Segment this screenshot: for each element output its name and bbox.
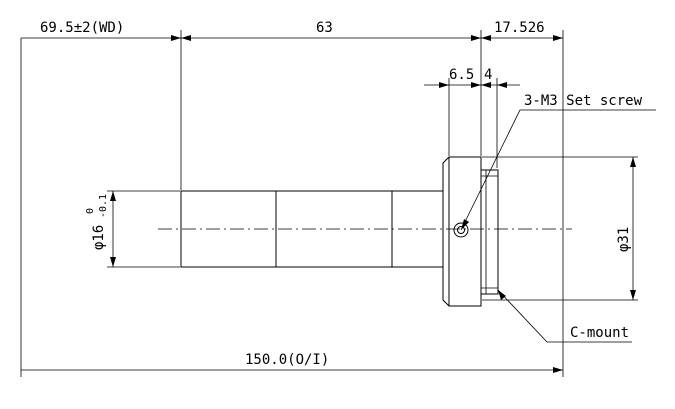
length-4-label: 4 [484, 67, 492, 83]
leader-lines [460, 109, 656, 343]
tolerance-upper: 0 [85, 208, 96, 214]
diameter-16-dimension [110, 191, 116, 267]
top-dimension-line [21, 35, 563, 41]
c-mount-callout: C-mount [570, 325, 629, 341]
overall-length-label: 150.0(O/I) [245, 352, 329, 368]
lens-body [180, 156, 499, 307]
diameter-31-label-group: φ31 [616, 227, 632, 252]
length-17526-label: 17.526 [494, 20, 545, 36]
set-screw-hole [453, 222, 469, 238]
tolerance-lower: -0.1 [98, 194, 109, 218]
set-screw-inner [457, 226, 465, 234]
c-mount-thread [480, 169, 499, 295]
diameter-16-label-group: φ16 0 -0.1 [85, 194, 109, 250]
diameter-31-dimension [630, 157, 636, 300]
overall-dimension-line [21, 367, 563, 373]
length-65-label: 6.5 [449, 67, 474, 83]
small-dimension-line [424, 82, 520, 88]
set-screw-callout: 3-M3 Set screw [524, 93, 643, 109]
diameter-16-label: φ16 [91, 225, 107, 250]
length-63-label: 63 [316, 20, 333, 36]
wd-label: 69.5±2(WD) [40, 20, 124, 36]
diameter-31-label: φ31 [616, 227, 632, 252]
extension-lines [20, 30, 638, 377]
